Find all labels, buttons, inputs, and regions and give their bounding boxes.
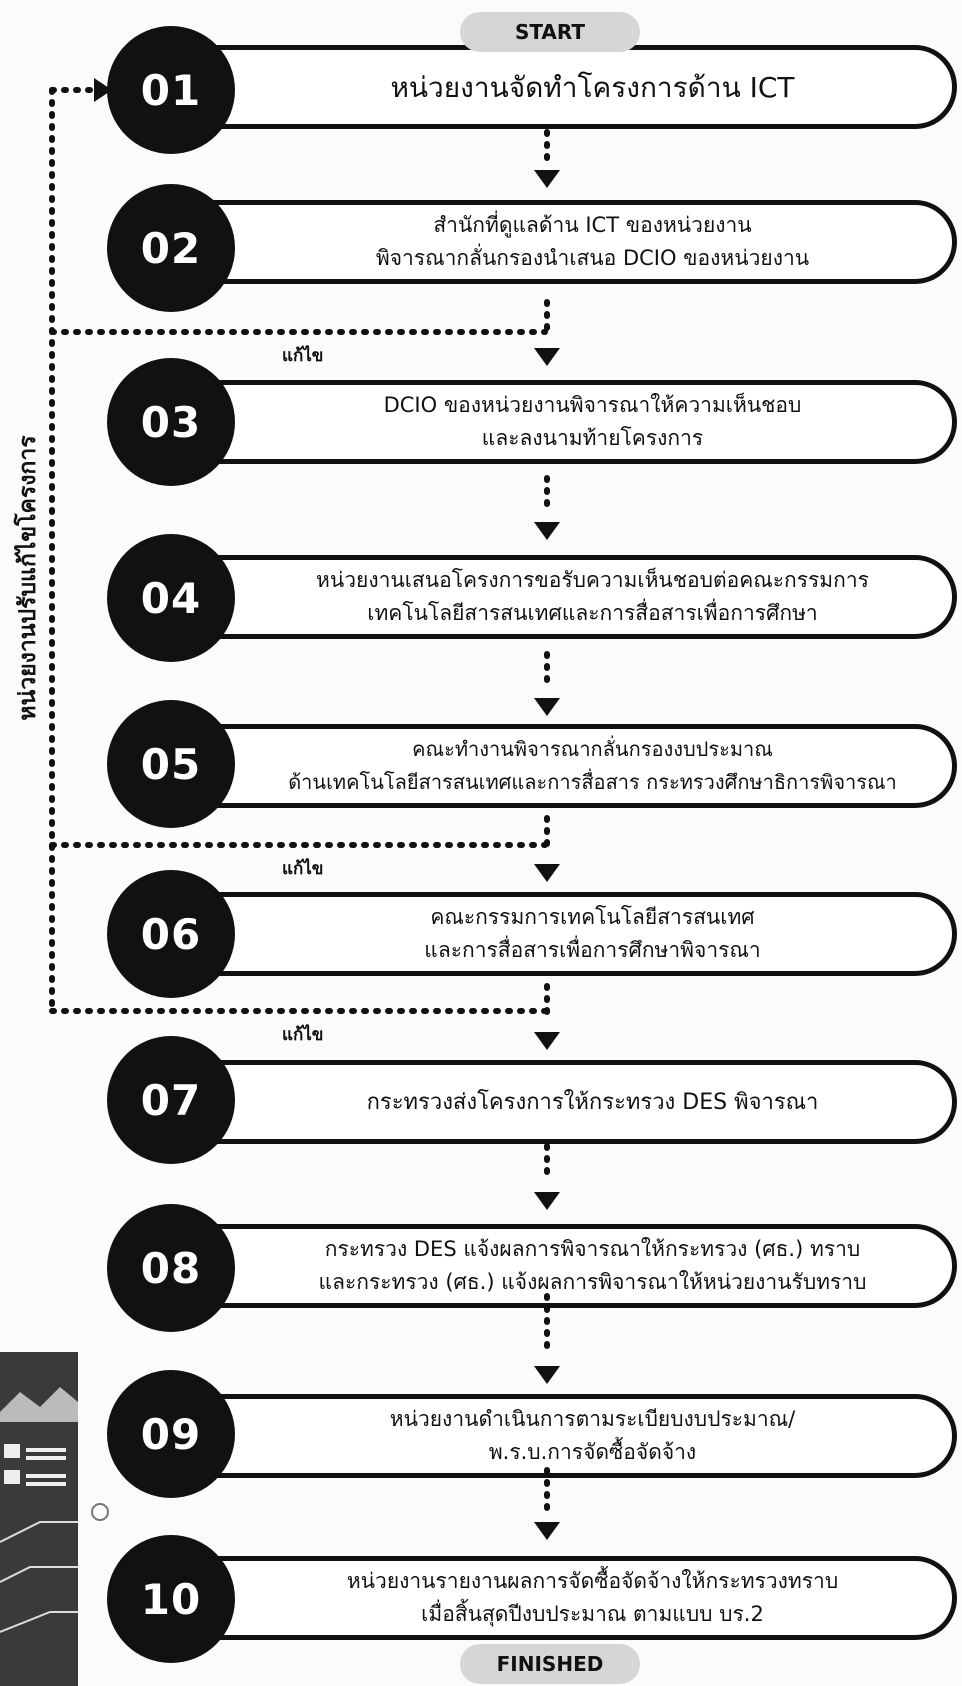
step-number: 08 xyxy=(107,1204,235,1332)
step-line-1: หน่วยงานจัดทำโครงการด้าน ICT xyxy=(390,70,795,104)
step-line-2: เทคโนโลยีสารสนเทศและการสื่อสารเพื่อการศึ… xyxy=(367,601,818,625)
step-line-2: พ.ร.บ.การจัดซื้อจัดจ้าง xyxy=(488,1440,697,1464)
step-07-text: กระทรวงส่งโครงการให้กระทรวง DES พิจารณา xyxy=(240,1060,945,1144)
step-number: 04 xyxy=(107,534,235,662)
step-06-text: คณะกรรมการเทคโนโลยีสารสนเทศ และการสื่อสา… xyxy=(240,892,945,976)
decorative-illustration-icon xyxy=(0,1352,109,1686)
step-number: 09 xyxy=(107,1370,235,1498)
step-10-text: หน่วยงานรายงานผลการจัดซื้อจัดจ้างให้กระท… xyxy=(240,1556,945,1640)
step-03-text: DCIO ของหน่วยงานพิจารณาให้ความเห็นชอบ แล… xyxy=(240,380,945,464)
step-01-text: หน่วยงานจัดทำโครงการด้าน ICT xyxy=(240,45,945,129)
step-line-1: หน่วยงานดำเนินการตามระเบียบงบประมาณ/ xyxy=(389,1407,796,1431)
step-number: 07 xyxy=(107,1036,235,1164)
step-06-box xyxy=(125,892,957,976)
step-line-2: และกระทรวง (ศธ.) แจ้งผลการพิจารณาให้หน่ว… xyxy=(318,1270,867,1294)
edit-label: แก้ไข xyxy=(282,346,324,366)
step-04-text: หน่วยงานเสนอโครงการขอรับความเห็นชอบต่อคณ… xyxy=(240,555,945,639)
step-line-1: หน่วยงานเสนอโครงการขอรับความเห็นชอบต่อคณ… xyxy=(316,568,869,592)
step-line-1: หน่วยงานรายงานผลการจัดซื้อจัดจ้างให้กระท… xyxy=(346,1569,839,1593)
edit-label: แก้ไข xyxy=(282,1025,324,1045)
step-09-text: หน่วยงานดำเนินการตามระเบียบงบประมาณ/ พ.ร… xyxy=(240,1394,945,1478)
finish-label: FINISHED xyxy=(460,1644,640,1684)
step-number: 01 xyxy=(107,26,235,154)
step-line-2: เมื่อสิ้นสุดปีงบประมาณ ตามแบบ บร.2 xyxy=(421,1602,764,1626)
step-number: 06 xyxy=(107,870,235,998)
step-05-box xyxy=(125,724,957,808)
step-number: 03 xyxy=(107,358,235,486)
step-number: 05 xyxy=(107,700,235,828)
step-line-1: สำนักที่ดูแลด้าน ICT ของหน่วยงาน xyxy=(433,213,752,237)
step-number: 02 xyxy=(107,184,235,312)
start-label: START xyxy=(460,12,640,52)
step-08-box xyxy=(125,1224,957,1308)
step-line-1: คณะทำงานพิจารณากลั่นกรองงบประมาณ xyxy=(412,737,773,761)
edit-label: แก้ไข xyxy=(282,859,324,879)
step-line-1: กระทรวงส่งโครงการให้กระทรวง DES พิจารณา xyxy=(366,1089,819,1115)
step-line-1: คณะกรรมการเทคโนโลยีสารสนเทศ xyxy=(430,905,755,929)
step-03-box xyxy=(125,380,957,464)
step-05-text: คณะทำงานพิจารณากลั่นกรองงบประมาณ ด้านเทค… xyxy=(240,724,945,808)
step-07-box xyxy=(125,1060,957,1144)
step-08-text: กระทรวง DES แจ้งผลการพิจารณาให้กระทรวง (… xyxy=(240,1224,945,1308)
step-line-2: ด้านเทคโนโลยีสารสนเทศและการสื่อสาร กระทร… xyxy=(288,770,897,794)
step-line-1: กระทรวง DES แจ้งผลการพิจารณาให้กระทรวง (… xyxy=(324,1237,861,1261)
step-line-2: และการสื่อสารเพื่อการศึกษาพิจารณา xyxy=(424,938,761,962)
step-09-box xyxy=(125,1394,957,1478)
step-line-2: พิจารณากลั่นกรองนำเสนอ DCIO ของหน่วยงาน xyxy=(375,246,810,270)
step-02-text: สำนักที่ดูแลด้าน ICT ของหน่วยงาน พิจารณา… xyxy=(240,200,945,284)
step-10-box xyxy=(125,1556,957,1640)
step-number: 10 xyxy=(107,1535,235,1663)
step-line-2: และลงนามท้ายโครงการ xyxy=(481,426,704,450)
step-line-1: DCIO ของหน่วยงานพิจารณาให้ความเห็นชอบ xyxy=(383,393,802,417)
